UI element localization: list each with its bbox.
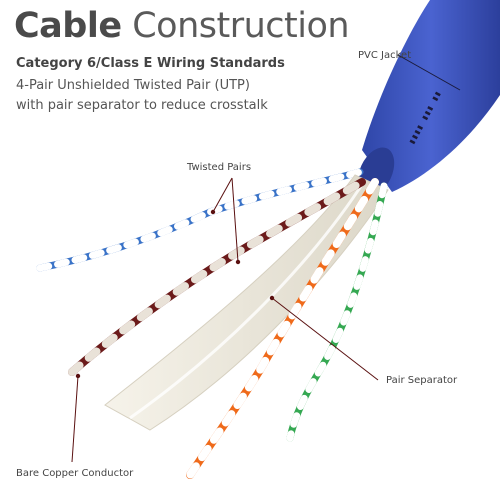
leader-dots (75, 209, 275, 379)
orange-pair (186, 178, 379, 479)
subtitle: Category 6/Class E Wiring Standards (16, 56, 285, 71)
leader-twisted-pairs-1 (212, 177, 233, 213)
callout-pair-separator: Pair Separator (386, 375, 458, 386)
leader-pair-separator (271, 297, 379, 381)
page-title: Cable Construction (14, 4, 350, 48)
leader-bare-copper (71, 375, 79, 463)
leader-twisted-pairs-2 (231, 177, 239, 263)
pvc-jacket: ▮▮▮▮ ▮▮▮ ▮▮ (357, 0, 500, 197)
description: 4-Pair Unshielded Twisted Pair (UTP) wit… (16, 76, 268, 116)
leader-pvc-jacket (397, 54, 461, 91)
title-light: Construction (132, 6, 350, 46)
callout-bare-copper: Bare Copper Conductor (16, 468, 134, 479)
callout-pvc-jacket: PVC Jacket (358, 50, 412, 61)
brown-pair (68, 178, 366, 376)
green-pair (286, 182, 388, 442)
blue-pair (36, 168, 364, 272)
title-bold: Cable (14, 6, 122, 46)
callout-twisted-pairs: Twisted Pairs (187, 162, 252, 173)
leader-lines (71, 54, 461, 463)
description-line-1: 4-Pair Unshielded Twisted Pair (UTP) (16, 78, 250, 93)
description-line-2: with pair separator to reduce crosstalk (16, 98, 268, 113)
